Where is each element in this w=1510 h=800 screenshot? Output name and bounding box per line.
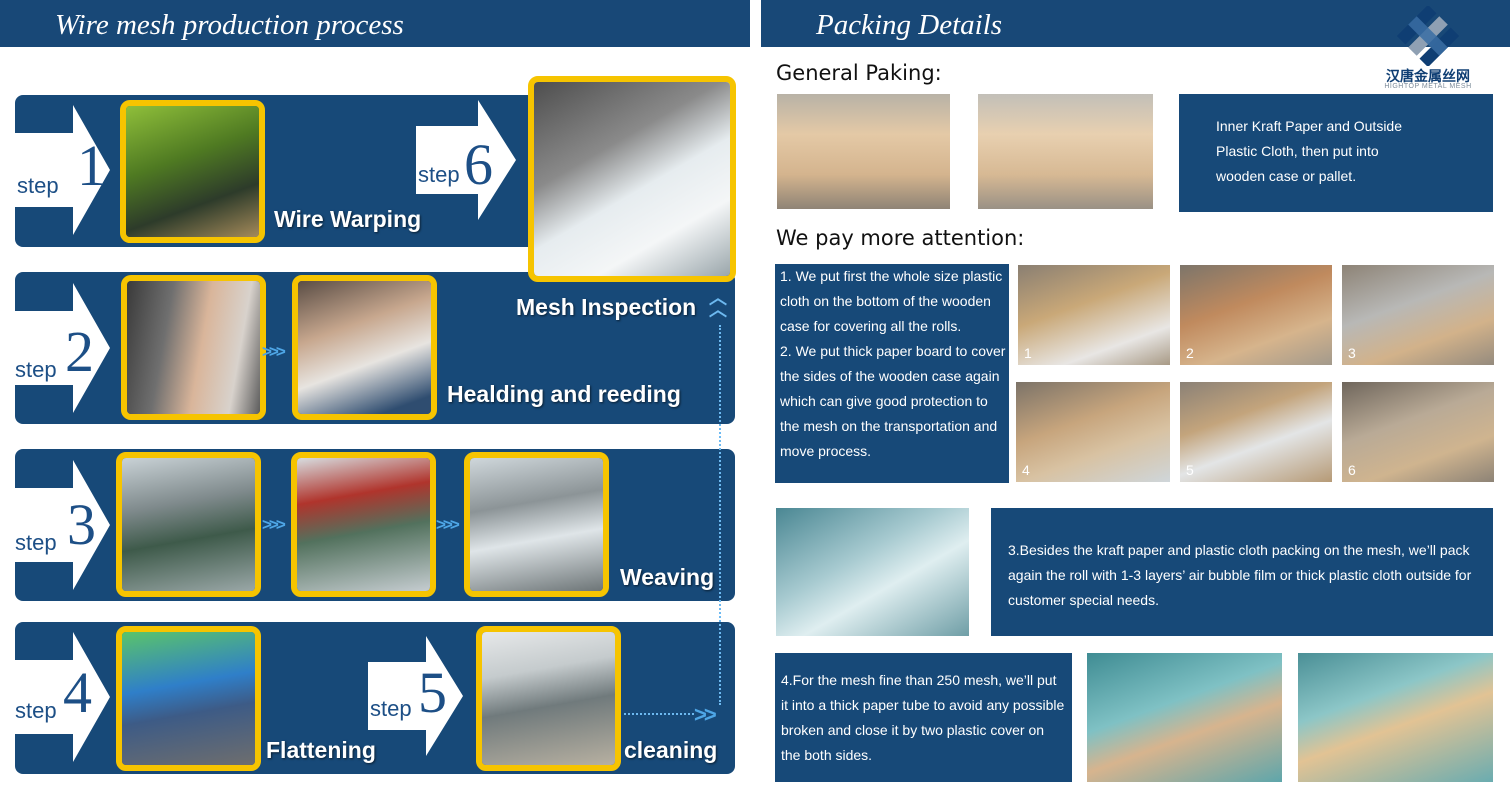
case-photo-2: 2 bbox=[1180, 265, 1332, 365]
packing-title: Packing Details bbox=[816, 9, 1003, 41]
bubble-film-text: 3.Besides the kraft paper and plastic cl… bbox=[1008, 542, 1472, 608]
attention-text-2: 2. We put thick paper board to cover the… bbox=[780, 343, 1006, 459]
weaving-label: Weaving bbox=[620, 564, 715, 590]
step1-number: 1 bbox=[77, 133, 106, 198]
flow-connector bbox=[719, 325, 721, 705]
arrow-shape-icon bbox=[416, 100, 516, 220]
general-packing-text: Inner Kraft Paper and Outside Plastic Cl… bbox=[1216, 118, 1402, 184]
mesh-inspection-photo bbox=[528, 76, 736, 282]
cleaning-label: cleaning bbox=[624, 737, 718, 763]
paper-tube-photo-2 bbox=[1298, 653, 1493, 782]
arrow-shape-icon bbox=[15, 460, 110, 590]
step1-arrow: step 1 bbox=[15, 105, 110, 235]
bubble-film-description: 3.Besides the kraft paper and plastic cl… bbox=[991, 508, 1493, 636]
arrow-shape-icon bbox=[15, 283, 110, 413]
mesh-inspection-label: Mesh Inspection bbox=[516, 294, 697, 320]
case-photo-6: 6 bbox=[1342, 382, 1494, 482]
step5-number: 5 bbox=[418, 660, 447, 725]
step6-arrow: step 6 bbox=[416, 100, 516, 220]
case-photo-number: 2 bbox=[1186, 345, 1194, 361]
weaving-photo-3 bbox=[464, 452, 609, 597]
flattening-label: Flattening bbox=[266, 737, 376, 763]
paper-rolls-photo-1 bbox=[777, 94, 950, 209]
paper-tube-text: 4.For the mesh fine than 250 mesh, we’ll… bbox=[781, 672, 1065, 763]
case-photo-5: 5 bbox=[1180, 382, 1332, 482]
logo-english-text: HIGHTOP METAL MESH bbox=[1384, 83, 1472, 90]
step2-word: step bbox=[15, 357, 57, 382]
step3-number: 3 bbox=[67, 492, 96, 557]
case-photo-number: 5 bbox=[1186, 462, 1194, 478]
chevron-up-icon: ︿︿ bbox=[709, 288, 727, 320]
step5-arrow: step 5 bbox=[368, 636, 463, 756]
case-photo-number: 6 bbox=[1348, 462, 1356, 478]
step4-word: step bbox=[15, 698, 57, 723]
step5-word: step bbox=[370, 696, 412, 721]
case-photo-3: 3 bbox=[1342, 265, 1494, 365]
case-photo-number: 1 bbox=[1024, 345, 1032, 361]
case-photo-1: 1 bbox=[1018, 265, 1170, 365]
step1-word: step bbox=[17, 173, 59, 198]
step2-number: 2 bbox=[65, 319, 94, 384]
chevron-right-icon: >> bbox=[694, 702, 717, 727]
paper-tube-photo-1 bbox=[1087, 653, 1282, 782]
general-packing-description: Inner Kraft Paper and Outside Plastic Cl… bbox=[1179, 94, 1493, 212]
attention-title: We pay more attention: bbox=[776, 226, 1025, 250]
bubble-film-photo bbox=[776, 508, 969, 636]
wire-warping-label: Wire Warping bbox=[274, 206, 422, 232]
arrow-shape-icon bbox=[368, 636, 463, 756]
packing-header: Packing Details bbox=[761, 0, 1510, 47]
case-photo-number: 4 bbox=[1022, 462, 1030, 478]
flattening-photo bbox=[116, 626, 261, 771]
wire-warping-photo bbox=[120, 100, 265, 243]
chevron-right-icon: >>> bbox=[262, 342, 286, 361]
cleaning-photo bbox=[476, 626, 621, 771]
production-header: Wire mesh production process bbox=[0, 0, 750, 47]
attention-text-1: 1. We put first the whole size plastic c… bbox=[780, 268, 1003, 334]
step6-word: step bbox=[418, 162, 460, 187]
general-packing-title: General Paking: bbox=[776, 61, 942, 85]
case-photo-4: 4 bbox=[1016, 382, 1170, 482]
healding-photo-2 bbox=[292, 275, 437, 420]
healding-photo-1 bbox=[121, 275, 266, 420]
healding-label: Healding and reeding bbox=[447, 381, 681, 407]
weaving-photo-2 bbox=[291, 452, 436, 597]
step2-arrow: step 2 bbox=[15, 283, 110, 413]
step6-number: 6 bbox=[464, 132, 493, 197]
paper-tube-description: 4.For the mesh fine than 250 mesh, we’ll… bbox=[775, 653, 1072, 782]
chevron-right-icon: >>> bbox=[262, 515, 286, 534]
arrow-shape-icon bbox=[15, 105, 110, 235]
case-photo-number: 3 bbox=[1348, 345, 1356, 361]
step3-arrow: step 3 bbox=[15, 460, 110, 590]
step4-number: 4 bbox=[63, 660, 92, 725]
arrow-shape-icon bbox=[15, 632, 110, 762]
flow-connector bbox=[624, 713, 694, 715]
company-logo: 汉唐金属丝网 HIGHTOP METAL MESH bbox=[1372, 4, 1484, 90]
weaving-photo-1 bbox=[116, 452, 261, 597]
logo-chinese-text: 汉唐金属丝网 bbox=[1386, 68, 1470, 84]
step3-word: step bbox=[15, 530, 57, 555]
paper-rolls-photo-2 bbox=[978, 94, 1153, 209]
step4-arrow: step 4 bbox=[15, 632, 110, 762]
production-title: Wire mesh production process bbox=[55, 9, 404, 41]
chevron-right-icon: >>> bbox=[436, 515, 460, 534]
logo-mark-icon bbox=[1396, 4, 1460, 68]
attention-description: 1. We put first the whole size plastic c… bbox=[775, 264, 1009, 483]
